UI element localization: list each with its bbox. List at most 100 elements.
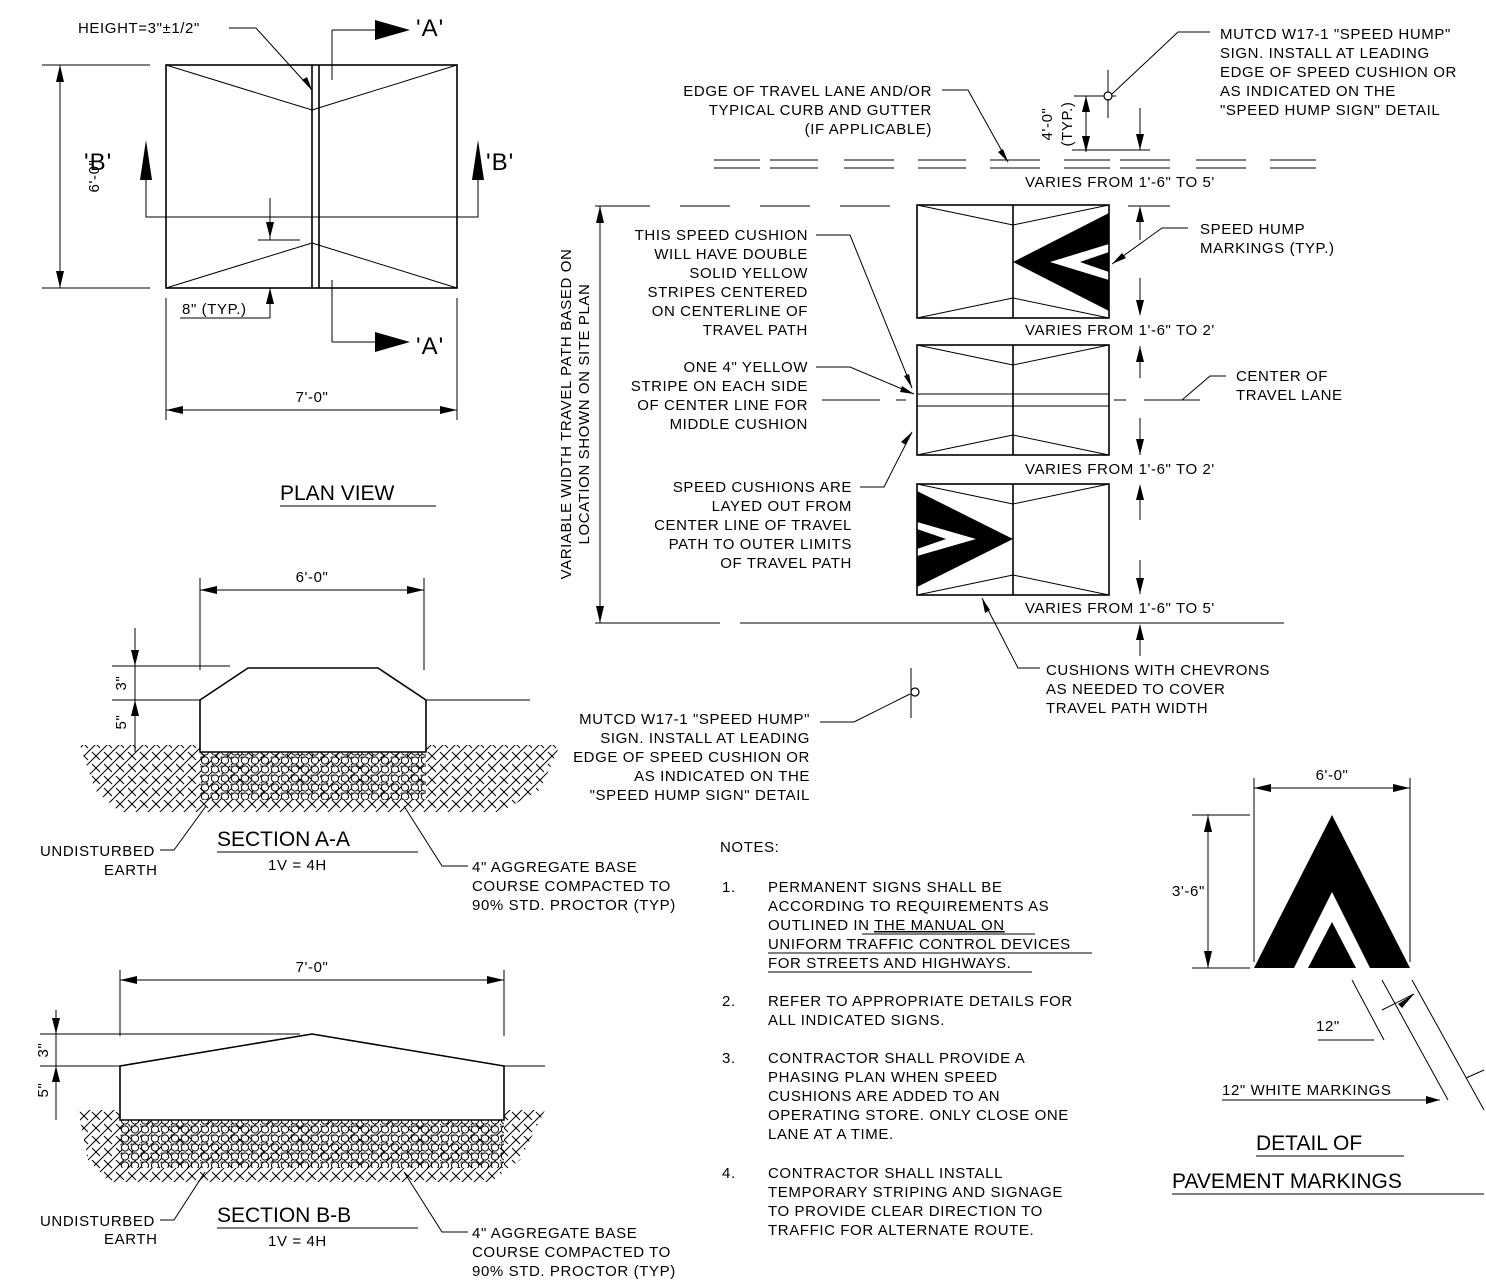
sign-top-1: MUTCD W17-1 "SPEED HUMP" xyxy=(1220,26,1451,43)
detail-title-2: PAVEMENT MARKINGS xyxy=(1172,1170,1402,1193)
layed-note-3: CENTER LINE OF TRAVEL xyxy=(654,517,852,534)
sign-top-5: "SPEED HUMP SIGN" DETAIL xyxy=(1220,102,1440,119)
detail-height: 3'-6" xyxy=(1172,883,1205,900)
section-a-dim-5: 5" xyxy=(113,715,130,730)
section-a-a: 6'-0" 3" 5" UNDISTURBED EARTH SECTION A-… xyxy=(40,569,676,914)
section-a-earth-2: EARTH xyxy=(104,862,158,879)
sign-top-3: EDGE OF SPEED CUSHION OR xyxy=(1220,64,1457,81)
double-note-1: THIS SPEED CUSHION xyxy=(635,227,808,244)
section-b-width: 7'-0" xyxy=(296,959,329,976)
section-a-scale: 1V = 4H xyxy=(268,857,327,874)
double-note-5: ON CENTERLINE OF xyxy=(652,303,808,320)
section-a-width: 6'-0" xyxy=(296,569,329,586)
note-1-line-1: PERMANENT SIGNS SHALL BE xyxy=(768,879,1002,896)
section-a-earth-1: UNDISTURBED xyxy=(40,843,155,860)
section-b-base-3: 90% STD. PROCTOR (TYP) xyxy=(472,1263,676,1280)
chevrons-note-3: TRAVEL PATH WIDTH xyxy=(1046,700,1208,717)
section-b-title: SECTION B-B xyxy=(217,1204,351,1227)
sign-mid-3: EDGE OF SPEED CUSHION OR xyxy=(573,749,810,766)
section-b-base-1: 4" AGGREGATE BASE xyxy=(472,1225,637,1242)
section-b-earth-2: EARTH xyxy=(104,1231,158,1248)
note-1-line-2: ACCORDING TO REQUIREMENTS AS xyxy=(768,898,1049,915)
layed-note-2: LAYED OUT FROM xyxy=(712,498,852,515)
edge-note-1: EDGE OF TRAVEL LANE AND/OR xyxy=(683,83,932,100)
note-4-line-2: TEMPORARY STRIPING AND SIGNAGE xyxy=(768,1184,1063,1201)
note-3-line-5: LANE AT A TIME. xyxy=(768,1126,894,1143)
pavement-marking-detail: 6'-0" 3'-6" 12" 12" WHITE MARKINGS DETAI… xyxy=(1172,767,1485,1195)
varies-dim-3: VARIES FROM 1'-6" TO 2' xyxy=(1025,461,1215,478)
plan-typ-dimension: 8" (TYP.) xyxy=(182,301,247,318)
detail-12-dimension: 12" xyxy=(1316,1018,1340,1035)
detail-white-markings: 12" WHITE MARKINGS xyxy=(1222,1082,1391,1099)
varies-dim-4: VARIES FROM 1'-6" TO 5' xyxy=(1025,600,1215,617)
section-a-base-3: 90% STD. PROCTOR (TYP) xyxy=(472,897,676,914)
double-note-3: SOLID YELLOW xyxy=(689,265,808,282)
one4-note-4: MIDDLE CUSHION xyxy=(670,416,808,433)
double-note-4: STRIPES CENTERED xyxy=(648,284,808,301)
detail-width: 6'-0" xyxy=(1316,767,1349,784)
vertical-label-2: LOCATION SHOWN ON SITE PLAN xyxy=(576,284,593,545)
section-b-scale: 1V = 4H xyxy=(268,1233,327,1250)
cushion-layout-view: VARIABLE WIDTH TRAVEL PATH BASED ON LOCA… xyxy=(558,26,1457,804)
section-b-base-2: COURSE COMPACTED TO xyxy=(472,1244,671,1261)
double-note-2: WILL HAVE DOUBLE xyxy=(654,246,808,263)
section-a-base-1: 4" AGGREGATE BASE xyxy=(472,859,637,876)
note-4-number: 4. xyxy=(722,1165,736,1182)
one4-note-3: OF CENTER LINE FOR xyxy=(637,397,808,414)
chevrons-note-2: AS NEEDED TO COVER xyxy=(1046,681,1225,698)
center-note-2: TRAVEL LANE xyxy=(1236,387,1343,404)
section-b-b: 7'-0" 3" 5" UNDISTURBED EARTH SECTION B-… xyxy=(35,959,676,1280)
note-2-line-1: REFER TO APPROPRIATE DETAILS FOR xyxy=(768,993,1073,1010)
typ-label: (TYP.) xyxy=(1059,102,1076,147)
note-1-line-3: OUTLINED IN THE MANUAL ON xyxy=(768,917,1005,934)
section-b-earth-1: UNDISTURBED xyxy=(40,1213,155,1230)
height-label: HEIGHT=3"±1/2" xyxy=(78,20,200,37)
sign-mid-4: AS INDICATED ON THE xyxy=(634,768,810,785)
plan-view: HEIGHT=3"±1/2" 'A' 'A' 'B' 'B' 6'-0" 8" … xyxy=(42,15,514,507)
section-b-mark-right: 'B' xyxy=(486,149,514,176)
section-a-base-2: COURSE COMPACTED TO xyxy=(472,878,671,895)
section-a-mark-top: 'A' xyxy=(416,15,444,42)
note-3-line-2: PHASING PLAN WHEN SPEED xyxy=(768,1069,998,1086)
layed-note-5: OF TRAVEL PATH xyxy=(720,555,852,572)
note-3-line-1: CONTRACTOR SHALL PROVIDE A xyxy=(768,1050,1025,1067)
note-3-line-4: OPERATING STORE. ONLY CLOSE ONE xyxy=(768,1107,1069,1124)
sign-mid-1: MUTCD W17-1 "SPEED HUMP" xyxy=(579,711,810,728)
note-3-line-3: CUSHIONS ARE ADDED TO AN xyxy=(768,1088,1000,1105)
section-b-dim-5: 5" xyxy=(35,1083,52,1098)
sign-top-4: AS INDICATED ON THE xyxy=(1220,83,1396,100)
notes-heading: NOTES: xyxy=(720,839,779,856)
hump-markings-2: MARKINGS (TYP.) xyxy=(1200,240,1335,257)
plan-view-title: PLAN VIEW xyxy=(280,482,395,505)
section-a-dim-3: 3" xyxy=(113,676,130,691)
plan-side-dimension: 6'-0" xyxy=(86,160,103,193)
note-1-line-5: FOR STREETS AND HIGHWAYS. xyxy=(768,955,1011,972)
varies-dim-1: VARIES FROM 1'-6" TO 5' xyxy=(1025,174,1215,191)
sign-top-2: SIGN. INSTALL AT LEADING xyxy=(1220,45,1430,62)
edge-note-3: (IF APPLICABLE) xyxy=(805,121,932,138)
hump-markings-1: SPEED HUMP xyxy=(1200,221,1305,238)
detail-title-1: DETAIL OF xyxy=(1256,1132,1362,1155)
sign-mid-2: SIGN. INSTALL AT LEADING xyxy=(600,730,810,747)
note-1-line-4: UNIFORM TRAFFIC CONTROL DEVICES xyxy=(768,936,1071,953)
section-b-mark-left: 'B' xyxy=(84,149,112,176)
one4-note-1: ONE 4" YELLOW xyxy=(683,359,808,376)
center-note-1: CENTER OF xyxy=(1236,368,1328,385)
vertical-label-1: VARIABLE WIDTH TRAVEL PATH BASED ON xyxy=(558,249,575,580)
section-a-title: SECTION A-A xyxy=(217,828,350,851)
general-notes: NOTES: 1. PERMANENT SIGNS SHALL BE ACCOR… xyxy=(720,839,1092,1239)
note-4-line-3: TO PROVIDE CLEAR DIRECTION TO xyxy=(768,1203,1043,1220)
double-note-6: TRAVEL PATH xyxy=(703,322,808,339)
sign-mid-5: "SPEED HUMP SIGN" DETAIL xyxy=(590,787,810,804)
edge-note-2: TYPICAL CURB AND GUTTER xyxy=(709,102,932,119)
plan-width-dimension: 7'-0" xyxy=(296,389,329,406)
varies-dim-2: VARIES FROM 1'-6" TO 2' xyxy=(1025,322,1215,339)
one4-note-2: STRIPE ON EACH SIDE xyxy=(631,378,808,395)
section-b-dim-3: 3" xyxy=(35,1043,52,1058)
note-4-line-1: CONTRACTOR SHALL INSTALL xyxy=(768,1165,1003,1182)
typ-4ft-dimension: 4'-0" xyxy=(1039,108,1056,141)
note-2-number: 2. xyxy=(722,993,736,1010)
note-3-number: 3. xyxy=(722,1050,736,1067)
chevrons-note-1: CUSHIONS WITH CHEVRONS xyxy=(1046,662,1270,679)
